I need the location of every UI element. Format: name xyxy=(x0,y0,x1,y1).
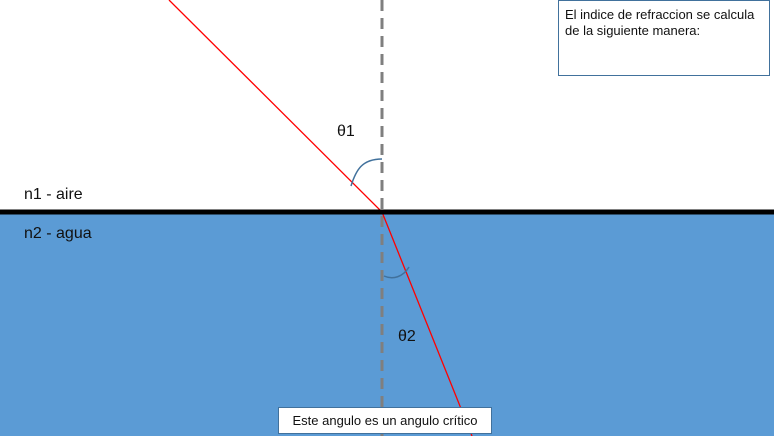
note-text-box[interactable]: El indice de refraccion se calcula de la… xyxy=(558,0,770,76)
refracted-angle-label: θ2 xyxy=(398,328,416,345)
caption-text: Este angulo es un angulo crítico xyxy=(292,413,478,428)
medium-water-region xyxy=(0,212,774,436)
caption-text-box[interactable]: Este angulo es un angulo crítico xyxy=(278,407,492,434)
refracted-angle-arc xyxy=(383,266,410,279)
incident-angle-label: θ1 xyxy=(337,123,355,140)
note-text: El indice de refraccion se calcula de la… xyxy=(565,7,755,38)
incident-ray xyxy=(168,0,383,213)
incident-angle-arc xyxy=(350,158,383,187)
medium-upper-label: n1 - aire xyxy=(24,186,83,203)
refracted-ray xyxy=(381,211,473,436)
medium-lower-label: n2 - agua xyxy=(24,225,92,242)
